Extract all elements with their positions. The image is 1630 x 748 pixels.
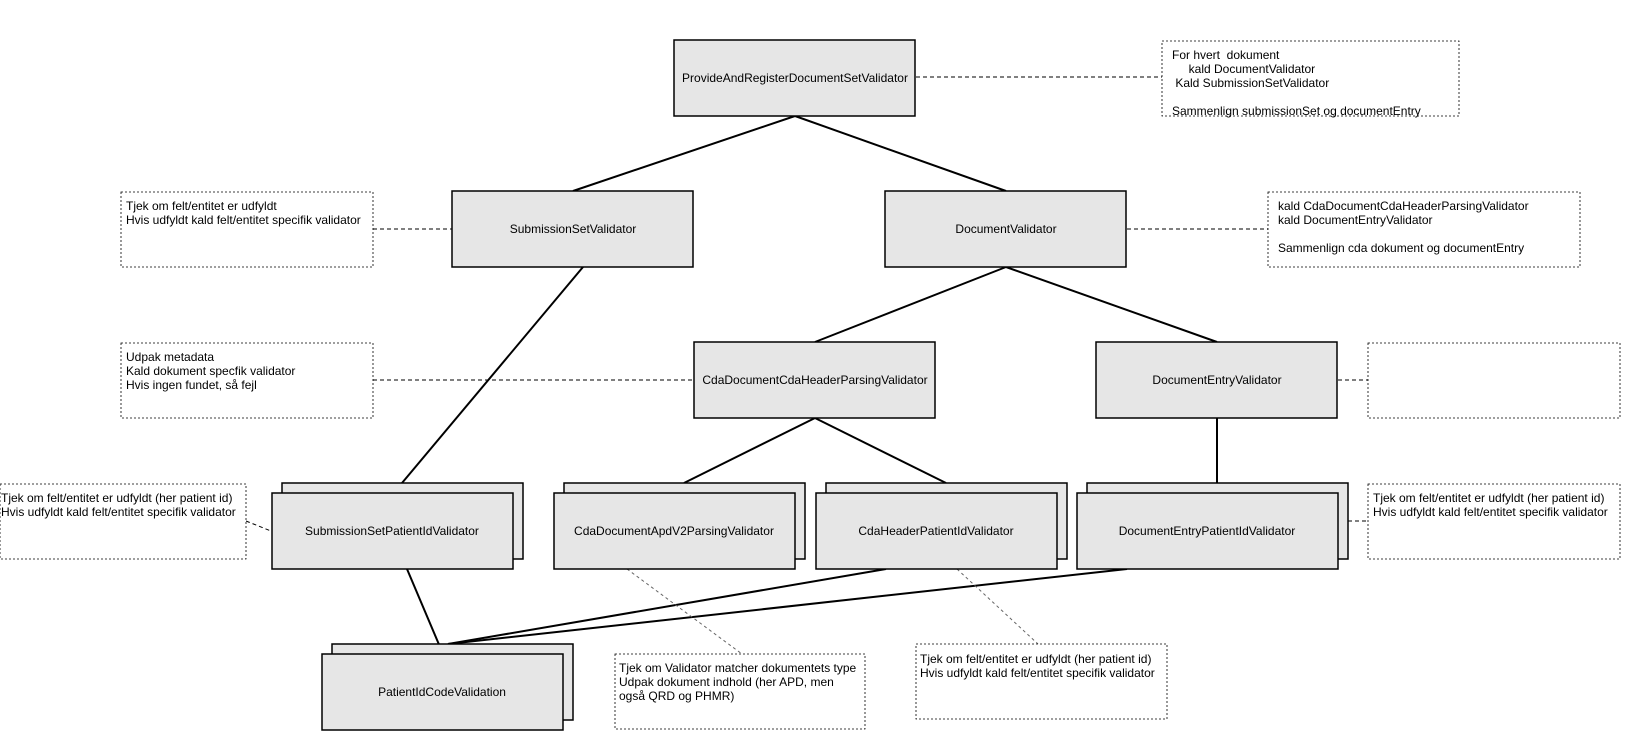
edge-cdaheaderparsing-to-headerpatientid bbox=[814, 417, 947, 484]
note-line: Hvis udfyldt kald felt/entitet specifik … bbox=[1373, 505, 1608, 519]
validator-label: DocumentEntryPatientIdValidator bbox=[1119, 524, 1296, 538]
note-line: kald DocumentValidator bbox=[1172, 62, 1315, 76]
note-line: også QRD og PHMR) bbox=[619, 689, 734, 703]
validator-submission-set-patient-id: SubmissionSetPatientIdValidator bbox=[271, 482, 524, 570]
note-document-entry-patient-id: Tjek om felt/entitet er udfyldt (her pat… bbox=[1367, 483, 1621, 560]
note-line: Hvis udfyldt kald felt/entitet specifik … bbox=[1, 505, 236, 519]
validator-patient-id-code: PatientIdCodeValidation bbox=[321, 643, 574, 731]
validator-label: DocumentEntryValidator bbox=[1152, 373, 1281, 387]
note-line: Sammenlign submissionSet og documentEntr… bbox=[1172, 104, 1421, 118]
note-submission-set-patient-id: Tjek om felt/entitet er udfyldt (her pat… bbox=[0, 483, 247, 560]
edge-provide-to-submissionset bbox=[572, 115, 796, 192]
edge-document-to-cdaheaderparsing bbox=[814, 266, 1007, 343]
edge-provide-to-document bbox=[794, 115, 1007, 192]
validator-label: SubmissionSetPatientIdValidator bbox=[305, 524, 479, 538]
edge-submissionsetpatientid-to-code bbox=[406, 568, 444, 655]
validator-provide-and-register: ProvideAndRegisterDocumentSetValidator bbox=[673, 39, 916, 117]
validator-cda-header-parsing: CdaDocumentCdaHeaderParsingValidator bbox=[693, 341, 936, 419]
note-line: Tjek om felt/entitet er udfyldt (her pat… bbox=[1, 491, 232, 505]
validator-label: CdaDocumentApdV2ParsingValidator bbox=[574, 524, 774, 538]
edge-headerpatientid-to-code bbox=[447, 568, 887, 645]
note-line: For hvert dokument bbox=[1172, 48, 1280, 62]
validator-cda-header-patient-id: CdaHeaderPatientIdValidator bbox=[815, 482, 1068, 570]
note-connectors bbox=[245, 76, 1368, 655]
validator-label: CdaDocumentCdaHeaderParsingValidator bbox=[702, 373, 927, 387]
connector-apd-note bbox=[626, 568, 743, 655]
note-line: Tjek om felt/entitet er udfyldt bbox=[126, 199, 277, 213]
note-line: Hvis udfyldt kald felt/entitet specifik … bbox=[126, 213, 361, 227]
note-line: Kald SubmissionSetValidator bbox=[1172, 76, 1329, 90]
validator-document-entry: DocumentEntryValidator bbox=[1095, 341, 1338, 419]
validator-label: CdaHeaderPatientIdValidator bbox=[858, 524, 1013, 538]
note-line: Kald dokument specfik validator bbox=[126, 364, 295, 378]
note-line: Tjek om felt/entitet er udfyldt (her pat… bbox=[1373, 491, 1604, 505]
note-submission-set: Tjek om felt/entitet er udfyldt Hvis udf… bbox=[120, 191, 374, 268]
note-line: Tjek om felt/entitet er udfyldt (her pat… bbox=[920, 652, 1151, 666]
edge-documententrypatientid-to-code bbox=[447, 568, 1128, 645]
note-provide-and-register: For hvert dokument kald DocumentValidato… bbox=[1161, 40, 1460, 118]
connector-headerpatientid-note bbox=[956, 568, 1039, 645]
edge-cdaheaderparsing-to-apd bbox=[683, 417, 816, 484]
edge-submissionset-to-patientid bbox=[401, 266, 584, 484]
note-line: kald DocumentEntryValidator bbox=[1278, 213, 1433, 227]
note-line: kald CdaDocumentCdaHeaderParsingValidato… bbox=[1278, 199, 1529, 213]
validator-label: ProvideAndRegisterDocumentSetValidator bbox=[682, 71, 908, 85]
validator-submission-set: SubmissionSetValidator bbox=[451, 190, 694, 268]
note-cda-header-parsing: Udpak metadata Kald dokument specfik val… bbox=[120, 342, 374, 419]
validator-label: DocumentValidator bbox=[955, 222, 1056, 236]
hierarchy-edges bbox=[401, 115, 1218, 655]
note-document: kald CdaDocumentCdaHeaderParsingValidato… bbox=[1267, 191, 1581, 268]
note-cda-header-patient-id: Tjek om felt/entitet er udfyldt (her pat… bbox=[915, 643, 1168, 720]
validator-label: PatientIdCodeValidation bbox=[378, 685, 506, 699]
note-line: Udpak metadata bbox=[126, 350, 214, 364]
validator-cda-apd-parsing: CdaDocumentApdV2ParsingValidator bbox=[553, 482, 806, 570]
connector-submissionsetpatientid-note bbox=[245, 520, 272, 532]
note-cda-apd-parsing: Tjek om Validator matcher dokumentets ty… bbox=[614, 653, 866, 730]
note-document-entry-empty bbox=[1367, 342, 1621, 419]
edge-document-to-documententry bbox=[1005, 266, 1218, 343]
validator-label: SubmissionSetValidator bbox=[510, 222, 637, 236]
validator-document-entry-patient-id: DocumentEntryPatientIdValidator bbox=[1076, 482, 1349, 570]
note-line: Sammenlign cda dokument og documentEntry bbox=[1278, 241, 1524, 255]
note-line: Hvis ingen fundet, så fejl bbox=[126, 378, 257, 392]
validator-document: DocumentValidator bbox=[884, 190, 1127, 268]
note-line: Tjek om Validator matcher dokumentets ty… bbox=[619, 661, 857, 675]
note-line: Hvis udfyldt kald felt/entitet specifik … bbox=[920, 666, 1155, 680]
note-line: Udpak dokument indhold (her APD, men bbox=[619, 675, 834, 689]
